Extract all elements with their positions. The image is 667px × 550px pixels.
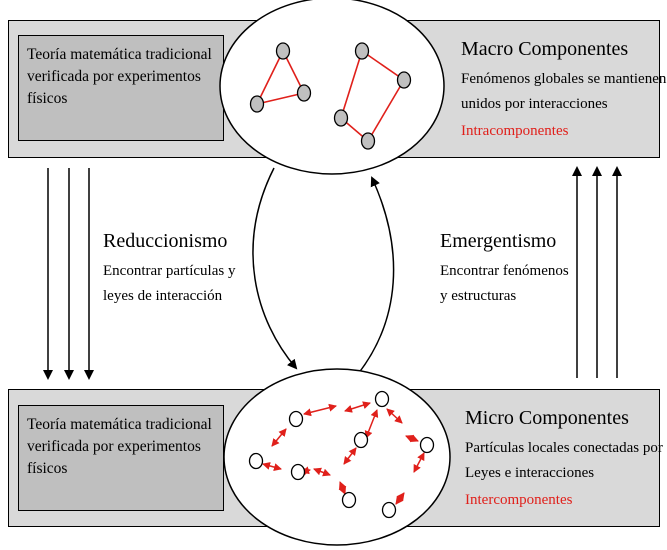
reduction-line2: leyes de interacción — [103, 288, 223, 304]
micro-theory-box: Teoría matemática tradicional verificada… — [18, 405, 224, 511]
emergence-arrows — [572, 166, 622, 378]
macro-node — [296, 84, 312, 102]
emergence-title: Emergentismo — [440, 230, 557, 252]
micro-node — [288, 410, 304, 428]
macro-node — [396, 71, 412, 89]
macro-node — [360, 132, 376, 150]
micro-node — [248, 452, 264, 470]
reduction-title: Reduccionismo — [103, 230, 228, 252]
emergence-curve-arrow — [357, 176, 395, 375]
macro-ellipse — [219, 0, 445, 175]
micro-desc-line2: Leyes e interacciones — [465, 465, 595, 481]
micro-node — [374, 390, 390, 408]
macro-node — [249, 95, 265, 113]
micro-highlight: Intercomponentes — [465, 492, 573, 508]
micro-node — [381, 501, 397, 519]
reduction-arrows — [43, 168, 94, 380]
macro-title: Macro Componentes — [461, 38, 629, 60]
micro-node — [290, 463, 306, 481]
macro-desc-line2: unidos por interacciones — [461, 96, 608, 112]
macro-theory-box: Teoría matemática tradicional verificada… — [18, 35, 224, 141]
macro-node — [275, 42, 291, 60]
reduction-line1: Encontrar partículas y — [103, 263, 236, 279]
reduction-curve-arrow — [252, 167, 298, 370]
macro-node — [354, 42, 370, 60]
macro-highlight: Intracomponentes — [461, 123, 569, 139]
micro-node — [341, 491, 357, 509]
micro-links — [262, 401, 425, 505]
emergence-line1: Encontrar fenómenos — [440, 263, 569, 279]
micro-node — [419, 436, 435, 454]
micro-node — [353, 431, 369, 449]
micro-desc-line1: Partículas locales conectadas por — [465, 440, 663, 456]
emergence-line2: y estructuras — [440, 288, 517, 304]
macro-desc-line1: Fenómenos globales se mantienen — [461, 71, 667, 87]
micro-title: Micro Componentes — [465, 407, 629, 429]
macro-node — [333, 109, 349, 127]
